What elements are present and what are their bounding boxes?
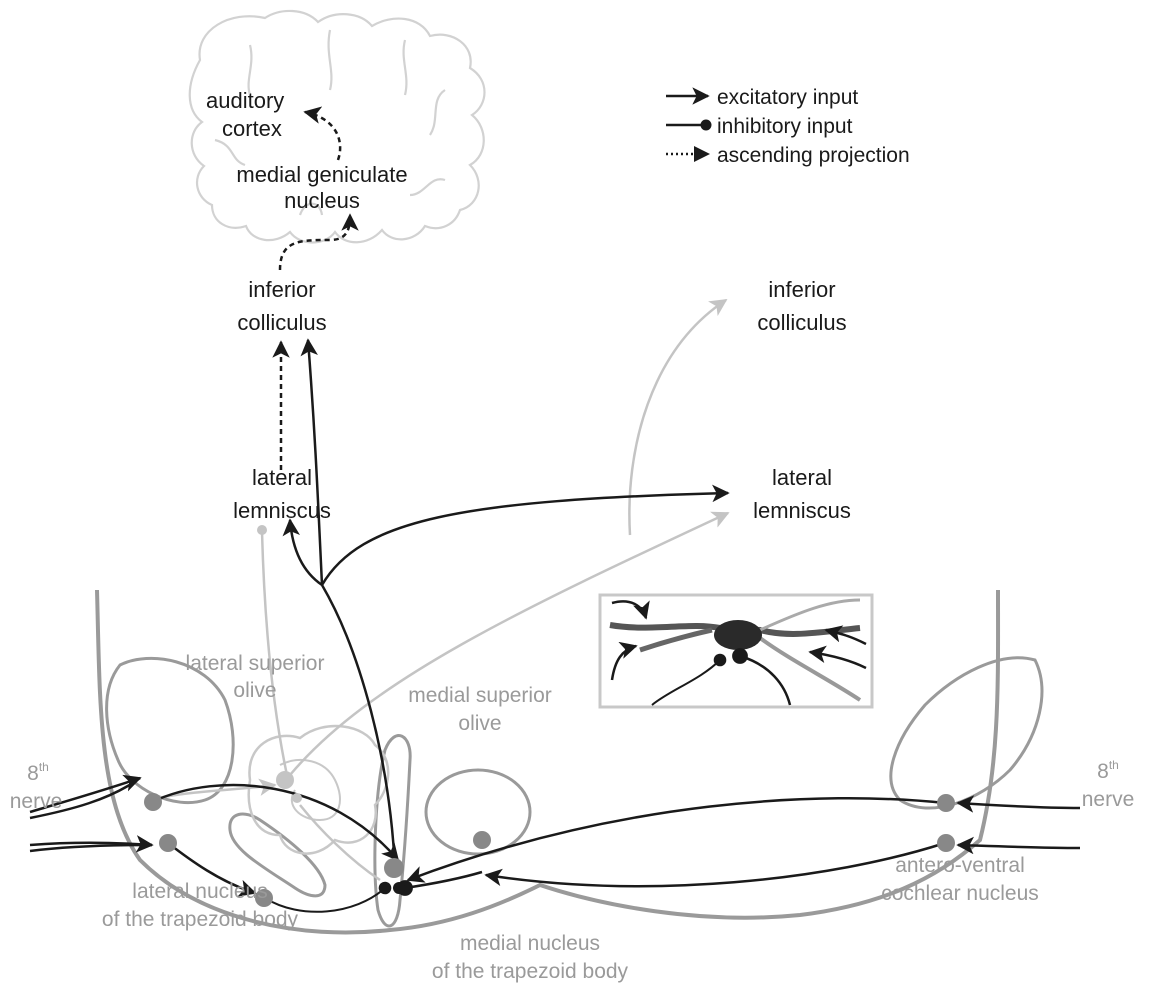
inferior-colliculus-left-label-line1: inferior (248, 277, 315, 302)
mntb-label-line2: of the trapezoid body (432, 960, 629, 983)
mntb-label-line1: medial nucleus (460, 932, 600, 955)
lateral-lemniscus-left-label-line2: lemniscus (233, 498, 331, 523)
right-avcn-outline (891, 658, 1042, 808)
auditory-cortex-label-line2: cortex (222, 116, 282, 141)
avcn-label-line2: cochlear nucleus (881, 882, 1039, 905)
inferior-colliculus-right-label-line2: colliculus (757, 310, 846, 335)
mso-label-line2: olive (458, 712, 501, 735)
left-8th-nerve-label-line2: nerve (10, 790, 63, 813)
labels: auditory cortex medial geniculate nucleu… (10, 88, 1135, 983)
lso-label-line1: lateral superior (186, 652, 325, 675)
right-avcn-lower-cell (937, 834, 955, 852)
lateral-lemniscus-left-label-line1: lateral (252, 465, 312, 490)
left-avcn-upper-cell (144, 793, 162, 811)
lateral-lemniscus-right-label-line2: lemniscus (753, 498, 851, 523)
right-8th-nerve-label-line2: nerve (1082, 788, 1135, 811)
mso-inhibitory-dot (393, 882, 405, 894)
legend-ascending-item: ascending projection (666, 144, 910, 167)
left-avcn-outline (107, 658, 234, 802)
auditory-cortex-label-line1: auditory (206, 88, 284, 113)
right-avcn-upper-cell (937, 794, 955, 812)
inhibitory-dot-icon (701, 120, 712, 131)
mntb-cell (473, 831, 491, 849)
mso-label-line1: medial superior (408, 684, 552, 707)
neuron-inset (600, 595, 872, 707)
legend-inhibitory-label: inhibitory input (717, 115, 853, 138)
lso-pathways (158, 300, 728, 880)
medial-geniculate-label-line2: nucleus (284, 188, 360, 213)
ascending-triangle-icon (694, 146, 710, 162)
left-8th-nerve-label-line1: 8th (27, 760, 49, 785)
left-avcn-lower-cell (159, 834, 177, 852)
lntb-label-line1: lateral nucleus (132, 880, 267, 903)
excitatory-pathways (30, 340, 1080, 912)
lntb-label-line2: of the trapezoid body (102, 908, 299, 931)
medial-geniculate-label-line1: medial geniculate (236, 162, 407, 187)
legend-ascending-label: ascending projection (717, 144, 910, 167)
inferior-colliculus-right-label-line1: inferior (768, 277, 835, 302)
legend: excitatory input inhibitory input ascend… (666, 86, 910, 167)
lso-cell (276, 771, 294, 789)
lateral-lemniscus-right-label-line1: lateral (772, 465, 832, 490)
legend-inhibitory-item: inhibitory input (666, 115, 853, 138)
mso-cell (384, 858, 404, 878)
legend-excitatory-label: excitatory input (717, 86, 858, 109)
lso-small-cell (292, 793, 302, 803)
legend-excitatory-item: excitatory input (666, 86, 858, 109)
inferior-colliculus-left-label-line2: colliculus (237, 310, 326, 335)
lso-label-line2: olive (233, 679, 276, 702)
right-8th-nerve-label-line1: 8th (1097, 758, 1119, 783)
avcn-label-line1: antero-ventral (895, 854, 1025, 877)
